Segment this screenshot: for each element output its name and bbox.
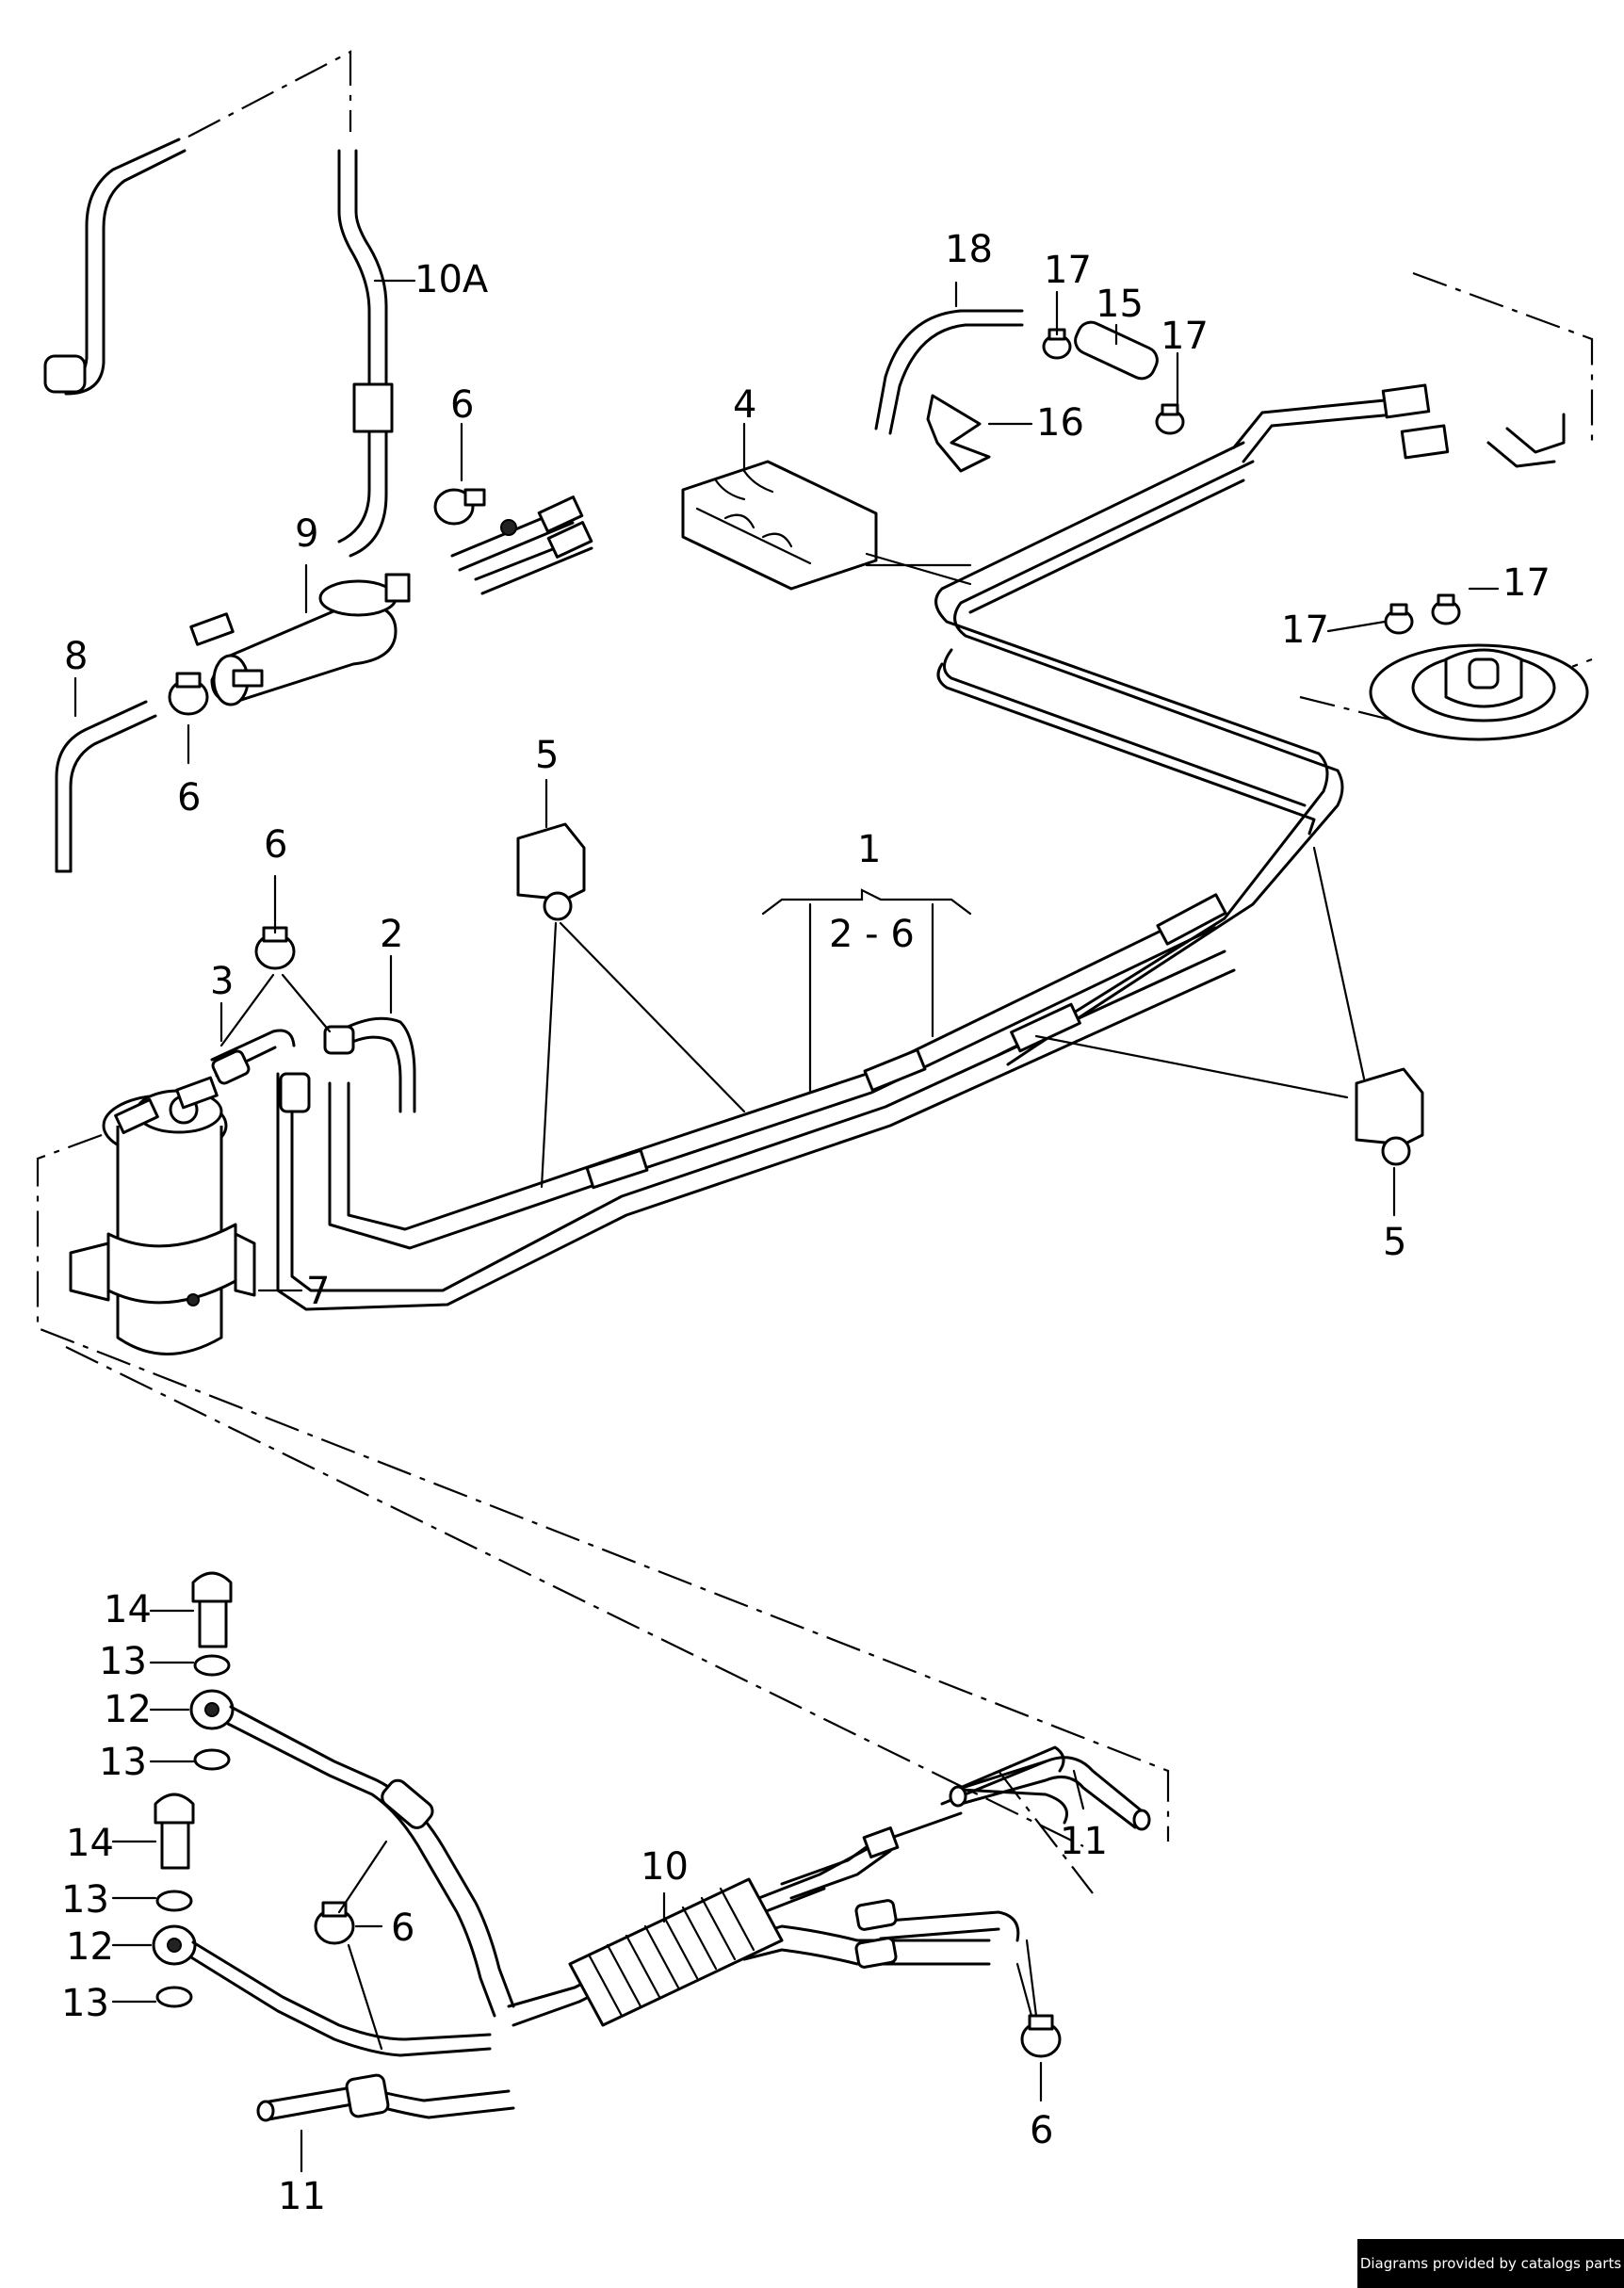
callout-12: 12 <box>66 1925 114 1969</box>
washer-13-c <box>155 1890 193 1912</box>
washer-13-b <box>193 1748 231 1771</box>
callout-16: 16 <box>1036 401 1084 445</box>
callout-13: 13 <box>61 1982 109 2025</box>
hose-3 <box>210 1029 296 1085</box>
hose-clamp-6-upper <box>433 488 486 526</box>
hose-8 <box>55 700 157 873</box>
callout-11: 11 <box>278 2175 326 2218</box>
callout-10a: 10A <box>414 258 489 301</box>
banjo-fitting-12-upper <box>189 1689 235 1730</box>
hose-elbow-connector <box>43 354 87 394</box>
callout-17: 17 <box>1161 315 1209 358</box>
callout-3: 3 <box>210 960 234 1003</box>
callout-17: 17 <box>1281 609 1329 652</box>
clip-16 <box>926 394 991 473</box>
line-connectors <box>450 495 593 595</box>
upper-return-hose <box>43 138 187 396</box>
clip-5-lower <box>1355 1067 1424 1166</box>
filter-bracket-7 <box>69 1223 256 1306</box>
callout-labels: 10A 6 9 8 6 4 18 17 15 17 16 17 17 5 1 2… <box>61 228 1551 2218</box>
clip-5-upper <box>516 822 586 921</box>
callout-13: 13 <box>99 1640 147 1683</box>
callout-14: 14 <box>104 1588 152 1631</box>
callout-18: 18 <box>945 228 993 271</box>
banjo-bolt-14-lower <box>154 1793 195 1870</box>
banjo-fitting-12-lower <box>152 1924 197 1966</box>
callout-5: 5 <box>1383 1221 1406 1264</box>
callout-11: 11 <box>1060 1820 1108 1863</box>
washer-13-d <box>155 1986 193 2008</box>
fuel-filter <box>102 1076 228 1355</box>
fuel-pump-flange <box>1369 643 1589 741</box>
leader-lines <box>73 279 1500 2173</box>
banjo-bolt-14-upper <box>191 1571 233 1648</box>
hose-2 <box>323 1016 416 1113</box>
credit-banner: Diagrams provided by catalogs parts <box>1357 2239 1624 2288</box>
washer-13-a <box>193 1654 231 1677</box>
filter-canister-9 <box>189 573 411 706</box>
callout-4: 4 <box>733 383 756 427</box>
corrugated-tube <box>568 1877 784 2027</box>
inline-connector <box>279 1072 311 1113</box>
callout-15: 15 <box>1096 283 1144 326</box>
callout-7: 7 <box>306 1270 330 1313</box>
hose-clamp-6-filter <box>254 926 296 970</box>
callout-1: 1 <box>857 828 881 871</box>
callout-9: 9 <box>295 512 318 556</box>
hose-clamp-6-left <box>168 672 209 716</box>
callout-17: 17 <box>1044 249 1092 292</box>
hose-18 <box>874 309 1024 435</box>
callout-13: 13 <box>99 1741 147 1784</box>
callout-6: 6 <box>1030 2109 1053 2152</box>
callout-6: 6 <box>450 383 474 427</box>
callout-17: 17 <box>1502 561 1551 605</box>
clamp-17-lower <box>1384 593 1461 635</box>
callout-2-6: 2 - 6 <box>829 913 915 956</box>
pipe-holder-4 <box>681 460 878 591</box>
callout-6: 6 <box>264 823 287 867</box>
lower-lines <box>189 1705 1151 2122</box>
main-fuel-lines <box>276 383 1566 1311</box>
callout-5: 5 <box>535 734 559 777</box>
callout-12: 12 <box>104 1688 152 1731</box>
callout-14: 14 <box>66 1822 114 1865</box>
hose-10a <box>337 149 394 558</box>
callout-13: 13 <box>61 1878 109 1922</box>
callout-6: 6 <box>177 776 201 819</box>
callout-10: 10 <box>641 1845 689 1889</box>
callout-6: 6 <box>391 1907 414 1950</box>
reference-outlines <box>36 50 1594 1894</box>
callout-2: 2 <box>380 913 403 956</box>
hose-15 <box>1074 320 1159 381</box>
callout-8: 8 <box>64 635 88 678</box>
hose-sleeve <box>352 382 394 433</box>
